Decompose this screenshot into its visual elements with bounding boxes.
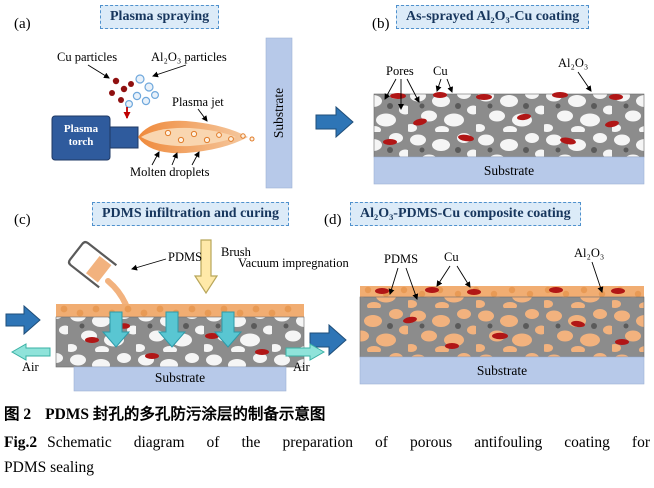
panel-b-letter: (b) [372, 16, 390, 32]
infiltration-arrows [101, 311, 243, 348]
al2o3-label-d: Al₂O₃ [574, 246, 605, 260]
coating-d [359, 296, 645, 358]
air-arrows [10, 343, 326, 361]
substrate-label-d: Substrate [476, 363, 528, 378]
cu-particles-dots [109, 77, 134, 103]
coating-b [373, 93, 645, 158]
caption-en-line1: Fig.2 Schematic diagram of the preparatio… [4, 434, 650, 452]
panel-d-graphics [359, 261, 645, 385]
air-arrow-left [10, 343, 51, 361]
panel-a-title: Plasma spraying [100, 5, 220, 29]
al2o3-particles-label: Al₂O₃ particles [151, 50, 227, 64]
pdms-layer-bumps-c [60, 305, 292, 317]
cu-label-b: Cu [433, 64, 448, 78]
panel-b-graphics [373, 71, 645, 185]
molten-droplets-label: Molten droplets [130, 165, 210, 179]
substrate-bar-a [265, 37, 293, 189]
substrate-label-c: Substrate [154, 370, 206, 385]
pdms-top-layer-d [360, 286, 644, 297]
caption-en-line2: PDMS sealing [4, 459, 94, 476]
pdms-label-c: PDMS [168, 250, 203, 264]
substrate-d [359, 356, 645, 385]
brush-shape [193, 239, 219, 295]
caption-en-text1: Schematic diagram of the preparation of … [47, 434, 650, 451]
substrate-c [73, 366, 287, 392]
vacuum-impregnation-label: Vacuum impregnation [238, 256, 349, 270]
al2o3-label-b: Al₂O₃ [558, 56, 589, 70]
coating-c [55, 316, 305, 368]
panel-d-title: Al₂O₃-PDMS-Cu composite coating [350, 202, 581, 226]
beaker [67, 240, 118, 289]
molten-droplets-dots [164, 129, 255, 144]
cu-inclusions-c [85, 323, 269, 359]
plasma-jet-core [141, 127, 236, 147]
figure-canvas [5, 37, 645, 392]
plasma-jet-label: Plasma jet [172, 95, 224, 109]
panel-c-title: PDMS infiltration and curing [92, 202, 289, 226]
cu-label-d: Cu [444, 250, 459, 264]
figure-caption: 图 2 PDMS 封孔的多孔防污涂层的制备示意图 Fig.2 Schematic d… [4, 402, 650, 477]
pdms-label-d: PDMS [384, 252, 419, 266]
substrate-label-a: Substrate [271, 87, 286, 139]
air-label-left: Air [22, 360, 39, 374]
panel-b-title: As-sprayed Al₂O₃-Cu coating [396, 5, 590, 29]
panel-c-letter: (c) [14, 212, 31, 228]
plasma-torch-label: Plasma torch [63, 123, 99, 149]
air-label-right: Air [293, 360, 310, 374]
pour-stream [105, 278, 129, 308]
pores-label: Pores [386, 64, 414, 78]
air-arrow-right [285, 343, 326, 361]
substrate-label-b: Substrate [483, 163, 535, 178]
cu-particles-label: Cu particles [57, 50, 118, 64]
panel-a-letter: (a) [14, 16, 31, 32]
brush-label: Brush [221, 245, 251, 259]
substrate-b [373, 156, 645, 185]
arrow-into-c [5, 304, 41, 336]
cu-inclusions-d [375, 287, 629, 349]
caption-zh: 图 2 PDMS 封孔的多孔防污涂层的制备示意图 [4, 402, 650, 424]
panel-c-graphics [10, 239, 326, 392]
cu-inclusions-b [383, 92, 623, 145]
al2o3-particles-dots [124, 74, 160, 108]
panel-d-letter: (d) [324, 212, 342, 228]
caption-zh-label: 图 2 [4, 406, 32, 423]
plasma-torch-shape [51, 115, 139, 161]
panel-a-graphics [51, 37, 293, 189]
caption-zh-text: PDMS 封孔的多孔防污涂层的制备示意图 [45, 406, 326, 423]
caption-en-label: Fig.2 [4, 434, 38, 451]
arrow-a-to-b [315, 105, 354, 139]
